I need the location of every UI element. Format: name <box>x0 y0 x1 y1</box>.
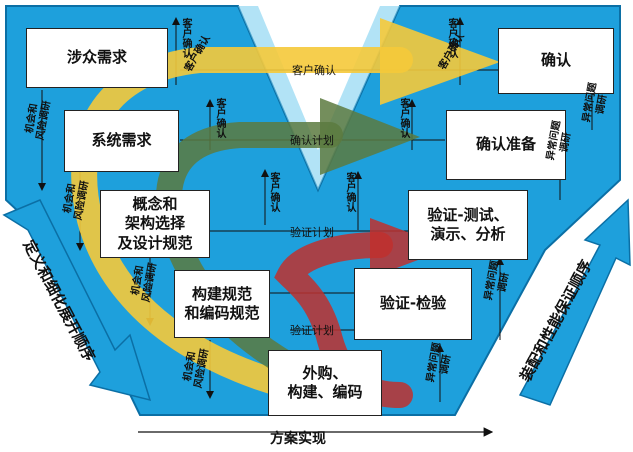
confirm-plan-label: 确认计划 <box>290 134 334 147</box>
purchase-build-box: 外购、 构建、编码 <box>268 350 382 416</box>
build-spec-box: 构建规范 和编码规范 <box>174 270 270 338</box>
customer-confirm-label: 客户确认 <box>292 64 336 77</box>
customer-confirm-v-2: 客户确认 <box>446 18 457 58</box>
yellow-arrow-head <box>380 18 500 105</box>
confirm-box: 确认 <box>498 28 614 94</box>
customer-confirm-v-6: 客户确认 <box>344 172 355 212</box>
customer-confirm-v-3: 客户确认 <box>214 98 225 138</box>
bottom-label: 方案实现 <box>270 431 326 447</box>
green-arrow-head <box>320 98 420 175</box>
stakeholder-requirements-box: 涉众需求 <box>26 28 168 88</box>
customer-confirm-v-5: 客户确认 <box>268 172 279 212</box>
confirm-prep-box: 确认准备 <box>446 110 566 180</box>
customer-confirm-v-1: 客户确认 <box>180 18 191 58</box>
right-side-arrow <box>518 198 631 406</box>
customer-confirm-v-4: 客户确认 <box>398 98 409 138</box>
verify-plan-label-2: 验证计划 <box>290 324 334 337</box>
verify-inspect-box: 验证-检验 <box>354 268 472 340</box>
system-requirements-box: 系统需求 <box>64 110 179 172</box>
verify-plan-label-1: 验证计划 <box>290 226 334 239</box>
left-side-arrow <box>2 199 152 402</box>
concept-architecture-box: 概念和 架构选择 及设计规范 <box>100 190 210 258</box>
verify-test-box: 验证-测试、 演示、分析 <box>408 190 528 260</box>
